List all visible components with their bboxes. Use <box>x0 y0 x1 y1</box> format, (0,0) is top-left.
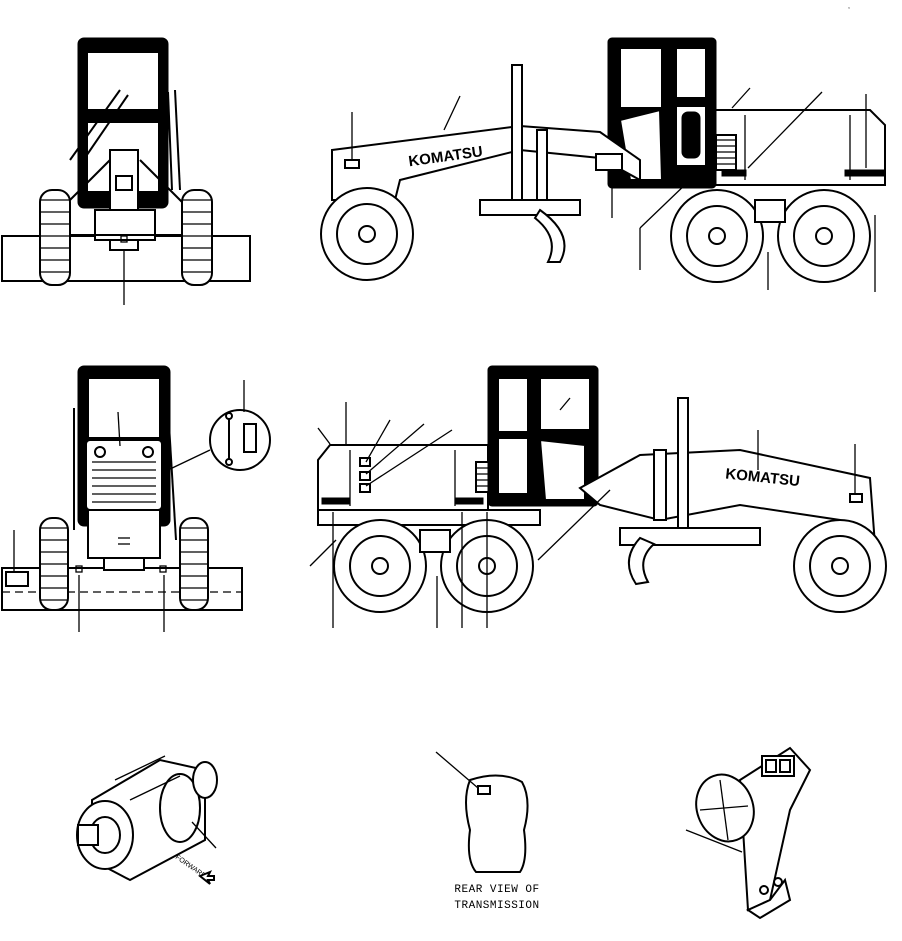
transmission-view: FORWARD <box>76 755 218 885</box>
caption-line-2: TRANSMISSION <box>454 900 539 912</box>
steering-console-view <box>685 746 812 920</box>
side-view-top: KOMATSU <box>320 37 886 292</box>
rear-view-middle <box>1 365 271 632</box>
side-view-middle: KOMATSU <box>309 365 887 628</box>
transmission-rear-view: REAR VIEW OF TRANSMISSION <box>435 751 539 912</box>
front-view-top <box>1 37 251 305</box>
caption-line-1: REAR VIEW OF <box>454 884 539 896</box>
corner-mark: , <box>848 3 850 10</box>
